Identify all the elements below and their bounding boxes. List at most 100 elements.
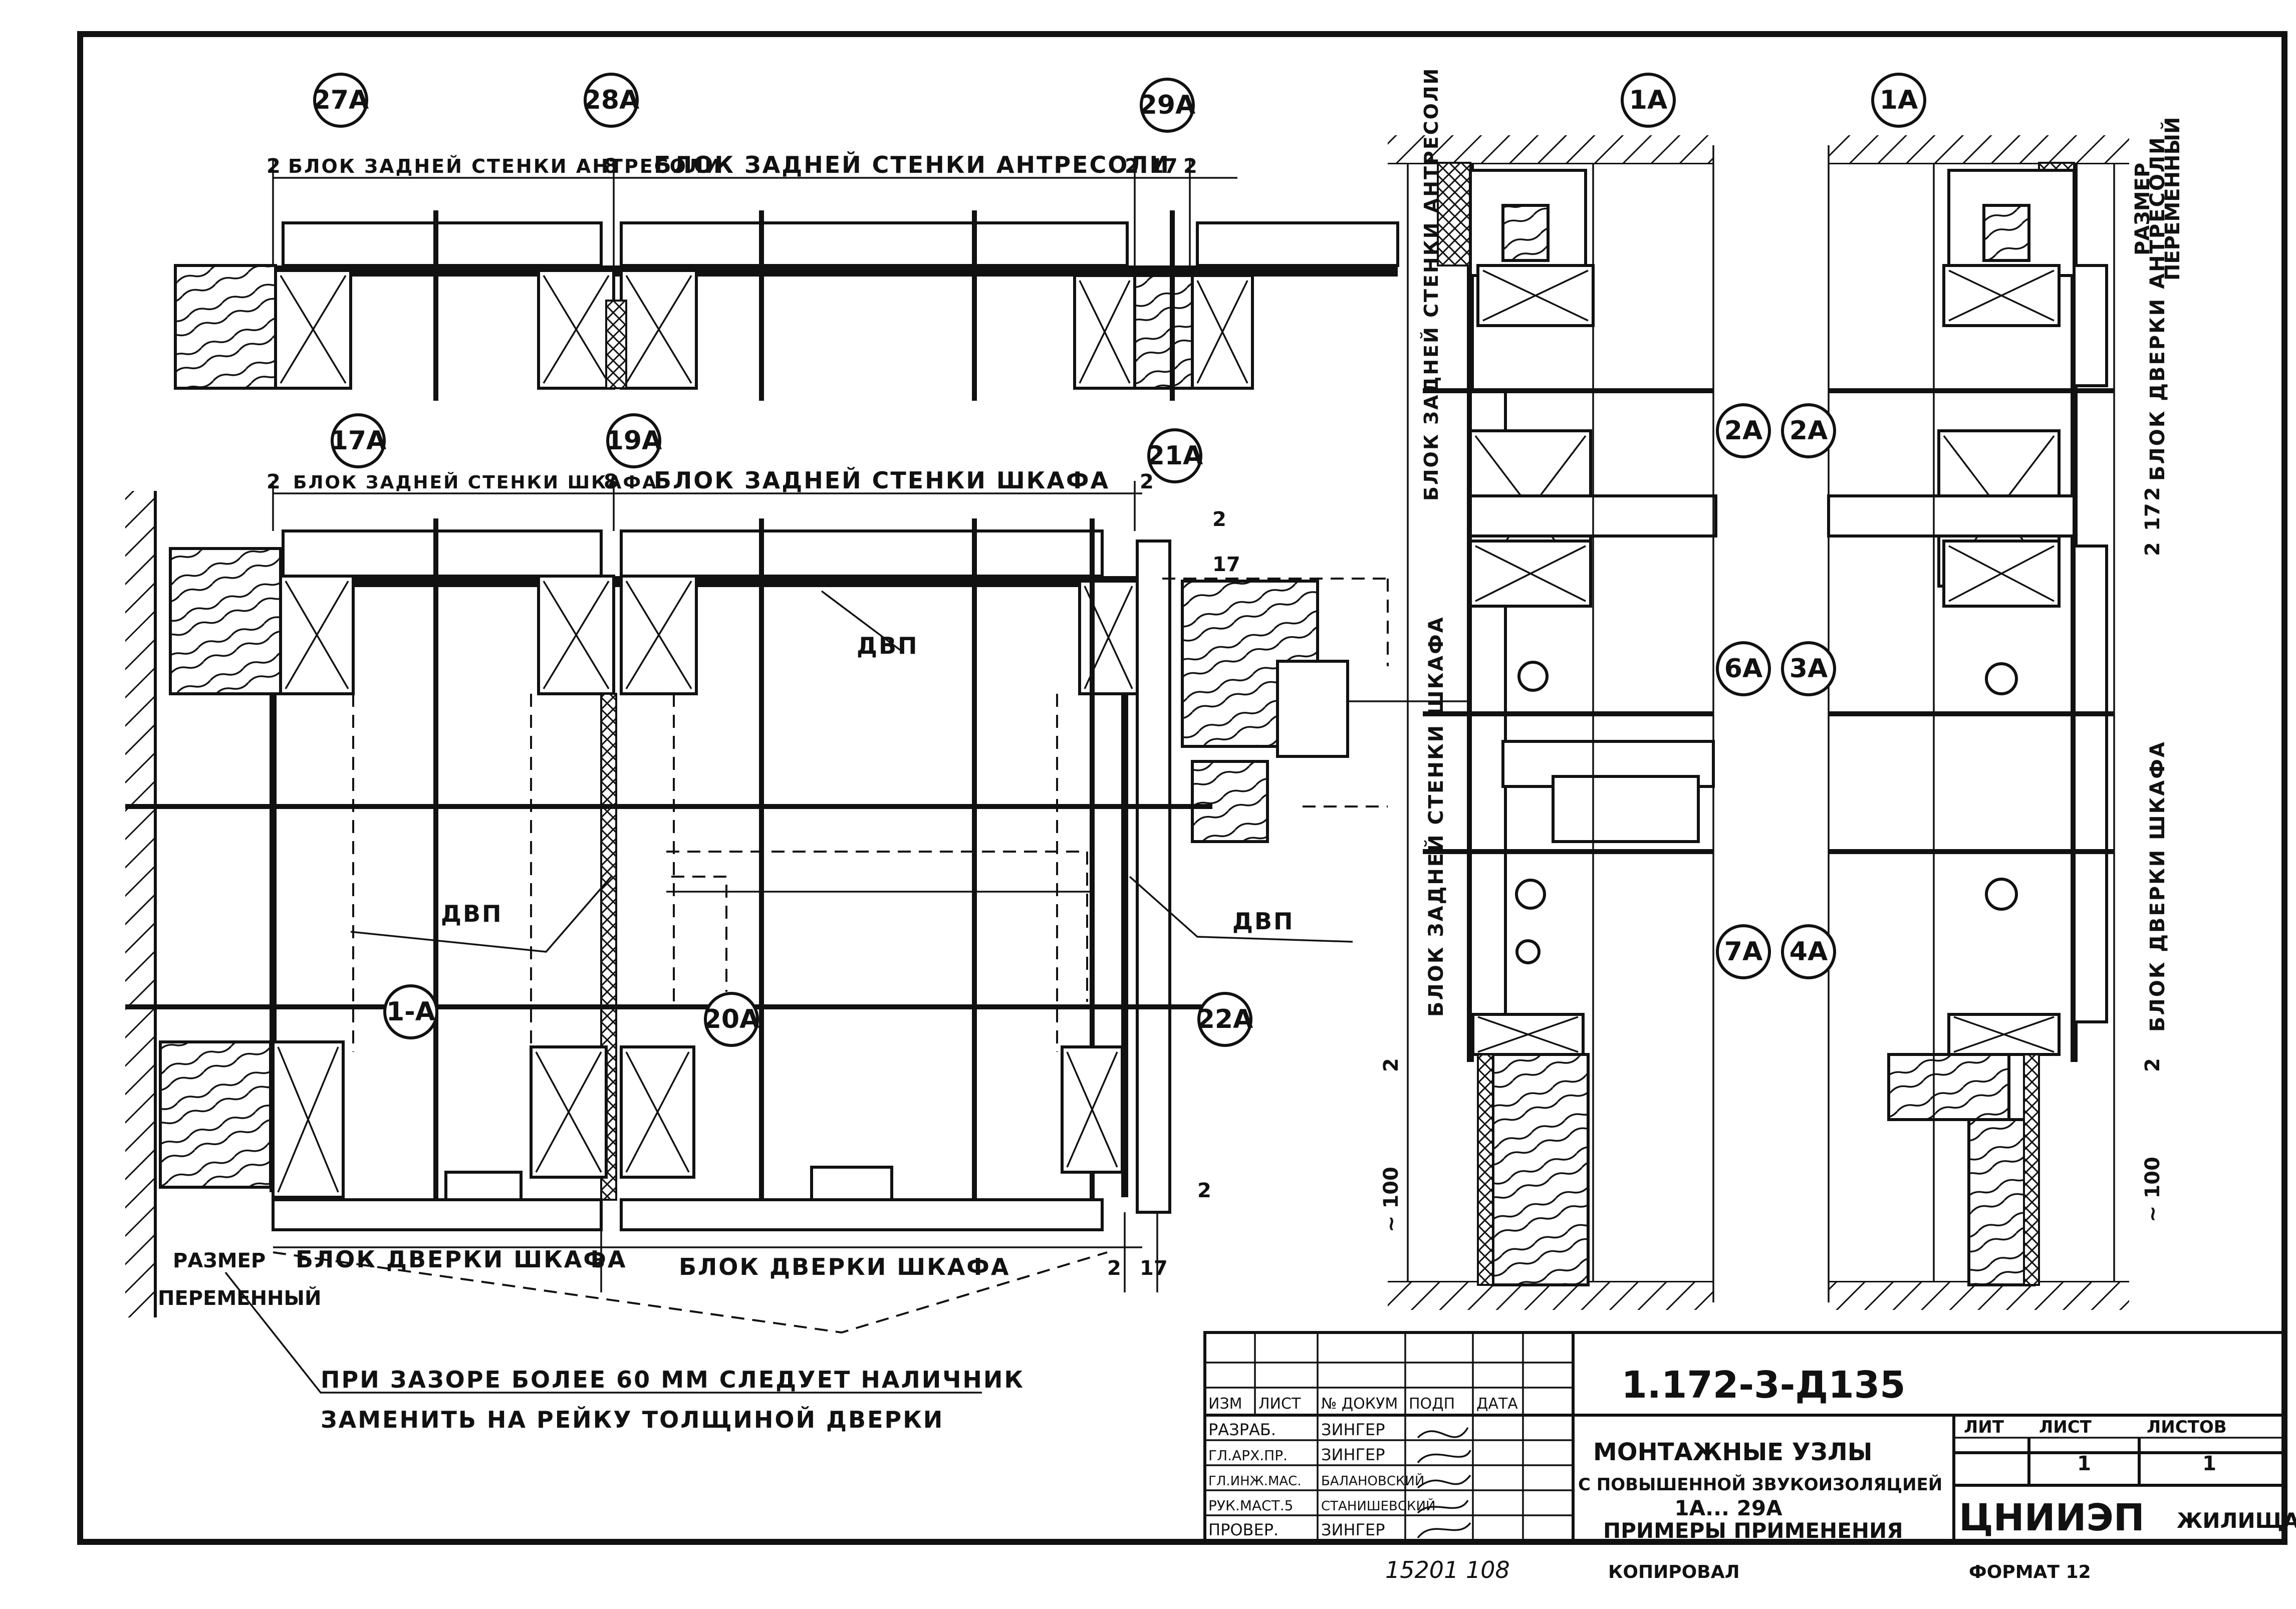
tb-row-4-role: ПРОВЕР. [1208,1520,1279,1539]
tb-row-0-role: РАЗРАБ. [1208,1420,1276,1439]
section-left-label-bottom: БЛОК ЗАДНЕЙ СТЕНКИ ШКАФА [1424,616,1448,1017]
section-right-size-var-1: РАЗМЕР [2131,163,2154,255]
svg-text:1А: 1А [1629,85,1667,115]
callout-27a: 27А [313,73,369,128]
section-right: РАЗМЕР ПЕРЕМЕННЫЙ БЛОК ДВЕРКИ АНТРЕСОЛИ … [1827,117,2184,1310]
callout-1-a: 1-А [383,984,438,1039]
section-right-dim-2b: 2 [2141,542,2164,556]
plan-top-label-left: БЛОК ЗАДНЕЙ СТЕНКИ АНТРЕСОЛИ [288,155,722,177]
svg-text:20А: 20А [703,1004,760,1034]
svg-text:7А: 7А [1724,937,1762,967]
svg-text:21А: 21А [1147,441,1203,471]
callout-1a-left: 1А [1621,73,1676,128]
title-block: ИЗМ ЛИСТ № ДОКУМ ПОДП ДАТА РАЗРАБ. ЗИНГЕ… [1203,1331,2296,1543]
plan-mid-dvp-2: ДВП [441,900,503,927]
format-label: ФОРМАТ 12 [1969,1562,2091,1582]
plan-mid: 2 БЛОК ЗАДНЕЙ СТЕНКИ ШКАФА 8 БЛОК ЗАДНЕЙ… [125,467,1389,1317]
tb-title-4: ПРИМЕРЫ ПРИМЕНЕНИЯ [1603,1518,1903,1543]
plan-top-dim-17: 17 [1150,155,1178,178]
section-left-dim-2: 2 [1380,1058,1403,1072]
tb-h-izm: ИЗМ [1208,1395,1242,1413]
section-right-dim-2c: 2 [2141,1058,2164,1072]
callout-17a: 17А [330,413,387,468]
callout-4a: 4А [1781,924,1836,979]
tb-title-3: 1А... 29А [1674,1496,1782,1520]
tb-h-date: ДАТА [1476,1395,1518,1413]
callout-7a: 7А [1716,924,1771,979]
tb-sheet-val: 1 [2077,1452,2091,1475]
tb-row-4-name: ЗИНГЕР [1321,1520,1385,1539]
note-block: ПРИ ЗАЗОРЕ БОЛЕЕ 60 ММ СЛЕДУЕТ НАЛИЧНИК … [321,1366,1025,1433]
plan-mid-dim-2v: 2 [1212,508,1226,531]
plan-bottom: РАЗМЕР ПЕРЕМЕННЫЙ БЛОК ДВЕРКИ ШКАФА 8 БЛ… [158,1040,1168,1394]
section-left-dim-100: ~ 100 [1380,1167,1403,1232]
tb-org-sub: ЖИЛИЩА [2177,1508,2296,1533]
svg-text:27А: 27А [313,85,369,115]
callout-22a: 22А [1197,992,1253,1047]
plan-bottom-dim-2: 2 [1107,1257,1121,1280]
tb-row-1-role: ГЛ.АРХ.ПР. [1208,1447,1288,1464]
svg-text:1-А: 1-А [386,997,435,1027]
tb-sheet: ЛИСТ [2039,1417,2092,1437]
section-right-label-bottom: БЛОК ДВЕРКИ ШКАФА [2146,740,2169,1032]
svg-text:19А: 19А [606,426,662,456]
plan-mid-dim-8: 8 [604,470,618,493]
plan-mid-dim-2a: 2 [267,470,281,493]
callout-2a-left: 2А [1716,403,1771,458]
svg-text:2А: 2А [1724,416,1762,446]
plan-top: 2 БЛОК ЗАДНЕЙ СТЕНКИ АНТРЕСОЛИ 8 БЛОК ЗА… [174,151,1399,401]
tb-h-doc: № ДОКУМ [1321,1395,1398,1413]
callout-6a: 6А [1716,641,1771,696]
stamp-number: 15201 108 [1385,1556,1510,1583]
plan-top-dim-8: 8 [604,155,618,178]
plan-mid-label-left: БЛОК ЗАДНЕЙ СТЕНКИ ШКАФА [293,472,658,493]
callout-2a-right: 2А [1781,403,1836,458]
callout-3a: 3А [1781,641,1836,696]
svg-text:22А: 22А [1197,1004,1253,1034]
note-line-2: ЗАМЕНИТЬ НА РЕЙКУ ТОЛЩИНОЙ ДВЕРКИ [321,1406,944,1433]
section-right-dim-100: ~ 100 [2141,1157,2164,1222]
svg-text:17А: 17А [330,426,387,456]
plan-top-dim-2b: 2 [1125,155,1139,178]
tb-h-podp: ПОДП [1409,1395,1455,1413]
svg-text:28А: 28А [583,85,640,115]
tb-title-2: С ПОВЫШЕННОЙ ЗВУКОИЗОЛЯЦИЕЙ [1578,1474,1942,1495]
svg-text:3А: 3А [1790,654,1828,684]
callout-20a: 20А [703,992,760,1047]
tb-title-1: МОНТАЖНЫЕ УЗЛЫ [1593,1438,1873,1466]
callout-29a: 29А [1139,78,1195,133]
plan-mid-dim-2b: 2 [1140,470,1154,493]
tb-doc-number: 1.172-3-Д135 [1621,1364,1905,1407]
plan-bottom-label-right: БЛОК ДВЕРКИ ШКАФА [679,1253,1010,1280]
plan-top-dim-2a: 2 [267,155,281,178]
section-right-dim-17: 17 [2141,503,2164,531]
tb-row-2-name: БАЛАНОВСКИЙ [1321,1473,1424,1489]
svg-text:4А: 4А [1790,937,1828,967]
section-right-size-var-2: ПЕРЕМЕННЫЙ [2160,117,2184,281]
tb-sheets-val: 1 [2202,1452,2216,1475]
tb-row-3-name: СТАНИШЕВСКИЙ [1321,1498,1435,1514]
section-left: БЛОК ЗАДНЕЙ СТЕНКИ АНТРЕСОЛИ БЛОК ЗАДНЕЙ… [1348,67,1717,1310]
callout-19a: 19А [606,413,662,468]
copied-by: КОПИРОВАЛ [1608,1562,1739,1582]
svg-text:6А: 6А [1724,654,1762,684]
plan-bottom-dim-8: 8 [591,1249,605,1272]
tb-row-2-role: ГЛ.ИНЖ.МАС. [1208,1474,1302,1489]
note-line-1: ПРИ ЗАЗОРЕ БОЛЕЕ 60 ММ СЛЕДУЕТ НАЛИЧНИК [321,1366,1025,1393]
plan-mid-dvp-3: ДВП [1232,908,1295,935]
plan-bottom-size-var-1: РАЗМЕР [173,1249,266,1272]
tb-row-0-name: ЗИНГЕР [1321,1420,1385,1439]
plan-mid-label-right: БЛОК ЗАДНЕЙ СТЕНКИ ШКАФА [654,467,1110,494]
svg-text:1А: 1А [1880,85,1918,115]
tb-h-list: ЛИСТ [1258,1395,1301,1413]
callout-28a: 28А [583,73,640,128]
callout-21a: 21А [1147,428,1203,483]
plan-top-label-right: БЛОК ЗАДНЕЙ СТЕНКИ АНТРЕСОЛИ [654,151,1170,178]
sheet-frame [77,31,2287,1545]
tb-sheets: ЛИСТОВ [2147,1417,2227,1437]
plan-mid-dvp-1: ДВП [857,632,919,659]
callout-1a-right: 1А [1871,73,1926,128]
plan-top-dim-2c: 2 [1183,155,1197,178]
section-left-label-top: БЛОК ЗАДНЕЙ СТЕНКИ АНТРЕСОЛИ [1420,67,1442,501]
tb-lit: ЛИТ [1964,1417,2004,1437]
